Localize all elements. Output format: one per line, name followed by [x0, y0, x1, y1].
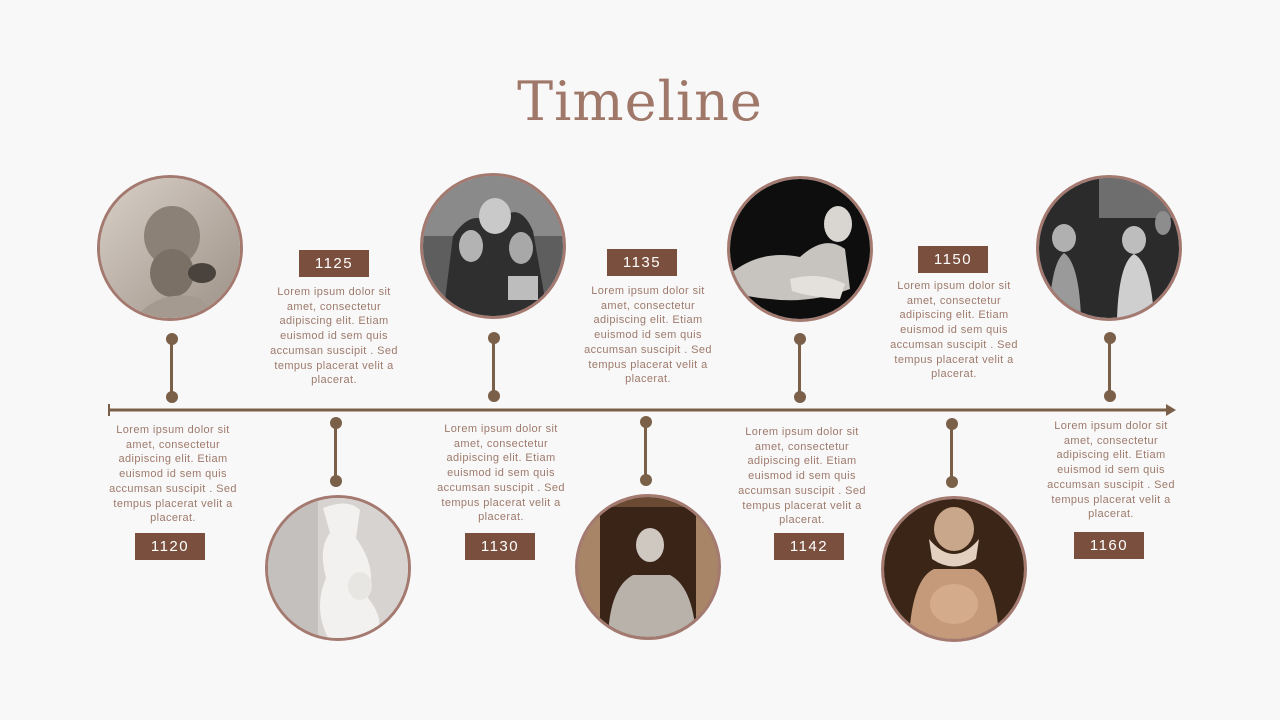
event-year-1160: 1160	[1074, 532, 1144, 559]
event-node-top-1130	[488, 332, 500, 344]
event-photo-1120	[97, 175, 243, 321]
event-node-bottom-1130	[488, 390, 500, 402]
event-photo-1150	[881, 496, 1027, 642]
event-year-1125: 1125	[299, 250, 369, 277]
event-connector-1125	[334, 423, 337, 481]
timeline-axis	[108, 404, 1176, 416]
event-description-1135: Lorem ipsum dolor sit amet, consectetur …	[584, 285, 712, 386]
event-photo-1125	[265, 495, 411, 641]
event-description-1125: Lorem ipsum dolor sit amet, consectetur …	[270, 286, 398, 387]
event-node-top-1135	[640, 416, 652, 428]
event-photo-1160	[1036, 175, 1182, 321]
caryatid-column-statues-image	[1039, 178, 1179, 318]
event-node-top-1160	[1104, 332, 1116, 344]
fountain-sculpture-group-image	[423, 176, 563, 316]
page-title: Timeline	[517, 70, 763, 133]
event-node-top-1150	[946, 418, 958, 430]
seated-warrior-statue-image	[578, 497, 718, 637]
event-node-bottom-1150	[946, 476, 958, 488]
event-node-bottom-1142	[794, 391, 806, 403]
event-photo-1135	[575, 494, 721, 640]
bearded-torso-statue-image	[884, 499, 1024, 639]
bearded-statue-head-image	[100, 178, 240, 318]
event-year-1150: 1150	[918, 246, 988, 273]
event-connector-1142	[798, 339, 801, 398]
event-connector-1150	[950, 424, 953, 482]
event-node-bottom-1135	[640, 474, 652, 486]
event-year-1120: 1120	[135, 533, 205, 560]
event-connector-1130	[492, 338, 495, 397]
event-description-1120: Lorem ipsum dolor sit amet, consectetur …	[109, 424, 237, 525]
event-node-top-1142	[794, 333, 806, 345]
event-node-top-1120	[166, 333, 178, 345]
event-photo-1130	[420, 173, 566, 319]
event-node-bottom-1120	[166, 391, 178, 403]
event-connector-1120	[170, 339, 173, 398]
event-description-1150: Lorem ipsum dolor sit amet, consectetur …	[890, 280, 1018, 381]
event-connector-1160	[1108, 338, 1111, 397]
event-year-1142: 1142	[774, 533, 844, 560]
event-photo-1142	[727, 176, 873, 322]
event-description-1142: Lorem ipsum dolor sit amet, consectetur …	[738, 426, 866, 527]
reclining-river-god-statue-image	[730, 179, 870, 319]
event-description-1130: Lorem ipsum dolor sit amet, consectetur …	[437, 423, 565, 524]
event-connector-1135	[644, 422, 647, 480]
event-description-1160: Lorem ipsum dolor sit amet, consectetur …	[1047, 420, 1175, 521]
event-node-bottom-1160	[1104, 390, 1116, 402]
event-node-bottom-1125	[330, 475, 342, 487]
event-year-1130: 1130	[465, 533, 535, 560]
event-year-1135: 1135	[607, 249, 677, 276]
event-node-top-1125	[330, 417, 342, 429]
white-marble-statue-image	[268, 498, 408, 638]
